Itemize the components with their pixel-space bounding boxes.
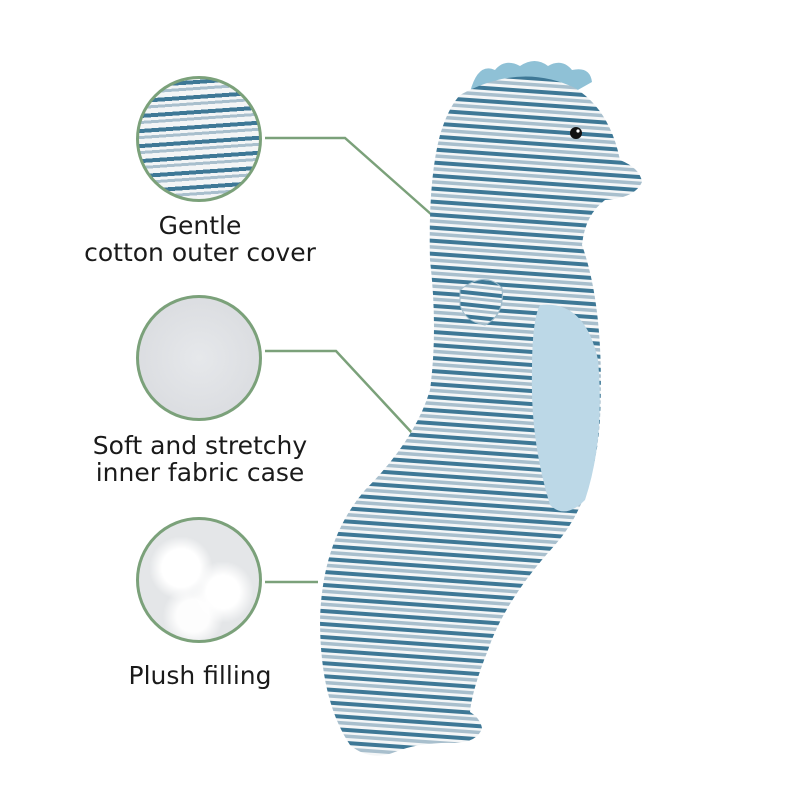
seahorse-body bbox=[320, 76, 642, 756]
striped-cotton-swatch bbox=[136, 76, 262, 202]
connector-line-inner bbox=[265, 349, 427, 449]
inner-fabric-swatch bbox=[136, 295, 262, 421]
seahorse-belly-patch bbox=[531, 304, 600, 512]
seahorse-eye bbox=[570, 127, 582, 139]
feature-label-inner: Soft and stretchy inner fabric case bbox=[50, 432, 350, 486]
cotton-filling-swatch bbox=[136, 517, 262, 643]
seahorse-fin bbox=[459, 279, 503, 326]
feature-label-line: Gentle bbox=[158, 211, 242, 240]
feature-label-line: cotton outer cover bbox=[84, 238, 316, 267]
feature-label-filling: Plush filling bbox=[50, 662, 350, 689]
feature-label-line: inner fabric case bbox=[95, 458, 305, 487]
connector-line-cover bbox=[265, 136, 433, 216]
feature-label-line: Soft and stretchy bbox=[92, 431, 308, 460]
feature-label-cover: Gentle cotton outer cover bbox=[50, 212, 350, 266]
connector-lines bbox=[265, 136, 433, 584]
feature-label-line: Plush filling bbox=[128, 661, 272, 690]
